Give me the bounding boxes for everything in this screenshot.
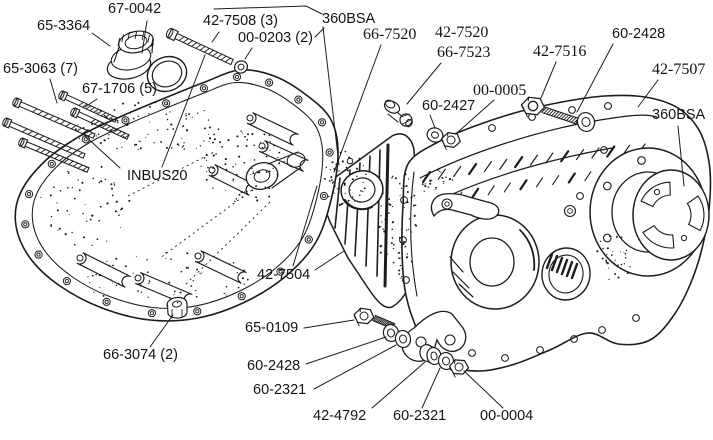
leader-line-60-2427 (429, 114, 436, 129)
leader-line-INBUS20 (161, 54, 206, 168)
sleeve-nut-drawing (166, 296, 188, 319)
leader-line-42-4792 (371, 361, 426, 409)
leader-line-60-2321-a (313, 344, 397, 390)
leader-line-65-3364 (91, 32, 111, 47)
leader-line-65-3063 (49, 78, 58, 104)
leader-line-42-7504 (314, 250, 345, 271)
leader-line-00-0203 (244, 47, 253, 60)
leader-line-360BSA-R (677, 125, 685, 187)
case-fasteners-drawing (353, 96, 596, 378)
leader-line-60-2428-top (576, 43, 614, 113)
leader-line-67-0042 (141, 20, 148, 54)
leader-line-00-0005 (457, 99, 495, 133)
leader-line-66-7520 (333, 44, 382, 173)
leader-line-42-7507 (637, 79, 659, 108)
leader-line-42-7516 (540, 61, 557, 99)
leader-line-60-2321-b (421, 367, 441, 409)
o-ring-drawing (146, 55, 188, 93)
leader-line-42-7504 (292, 185, 318, 267)
leader-line-360BSA-L (213, 5, 323, 15)
leader-line-65-0109 (303, 319, 355, 329)
leader-line-42-7508 (211, 31, 220, 43)
leader-line-360BSA-L (322, 26, 340, 166)
outer-cover-drawing (14, 69, 339, 322)
leader-line-67-1706 (84, 98, 98, 108)
leader-line-INBUS20 (83, 134, 121, 169)
stud-drawing (383, 99, 413, 128)
leader-line-66-7523 (406, 62, 442, 105)
leader-line-00-0203 (314, 27, 325, 38)
leader-line-66-3074 (149, 314, 174, 348)
cast-texture-stipple (40, 101, 631, 304)
leader-lines (49, 5, 685, 409)
leader-line-60-2428-bot (305, 336, 387, 365)
inner-cover-drawing (399, 94, 712, 372)
leader-line-00-0004 (463, 370, 504, 409)
